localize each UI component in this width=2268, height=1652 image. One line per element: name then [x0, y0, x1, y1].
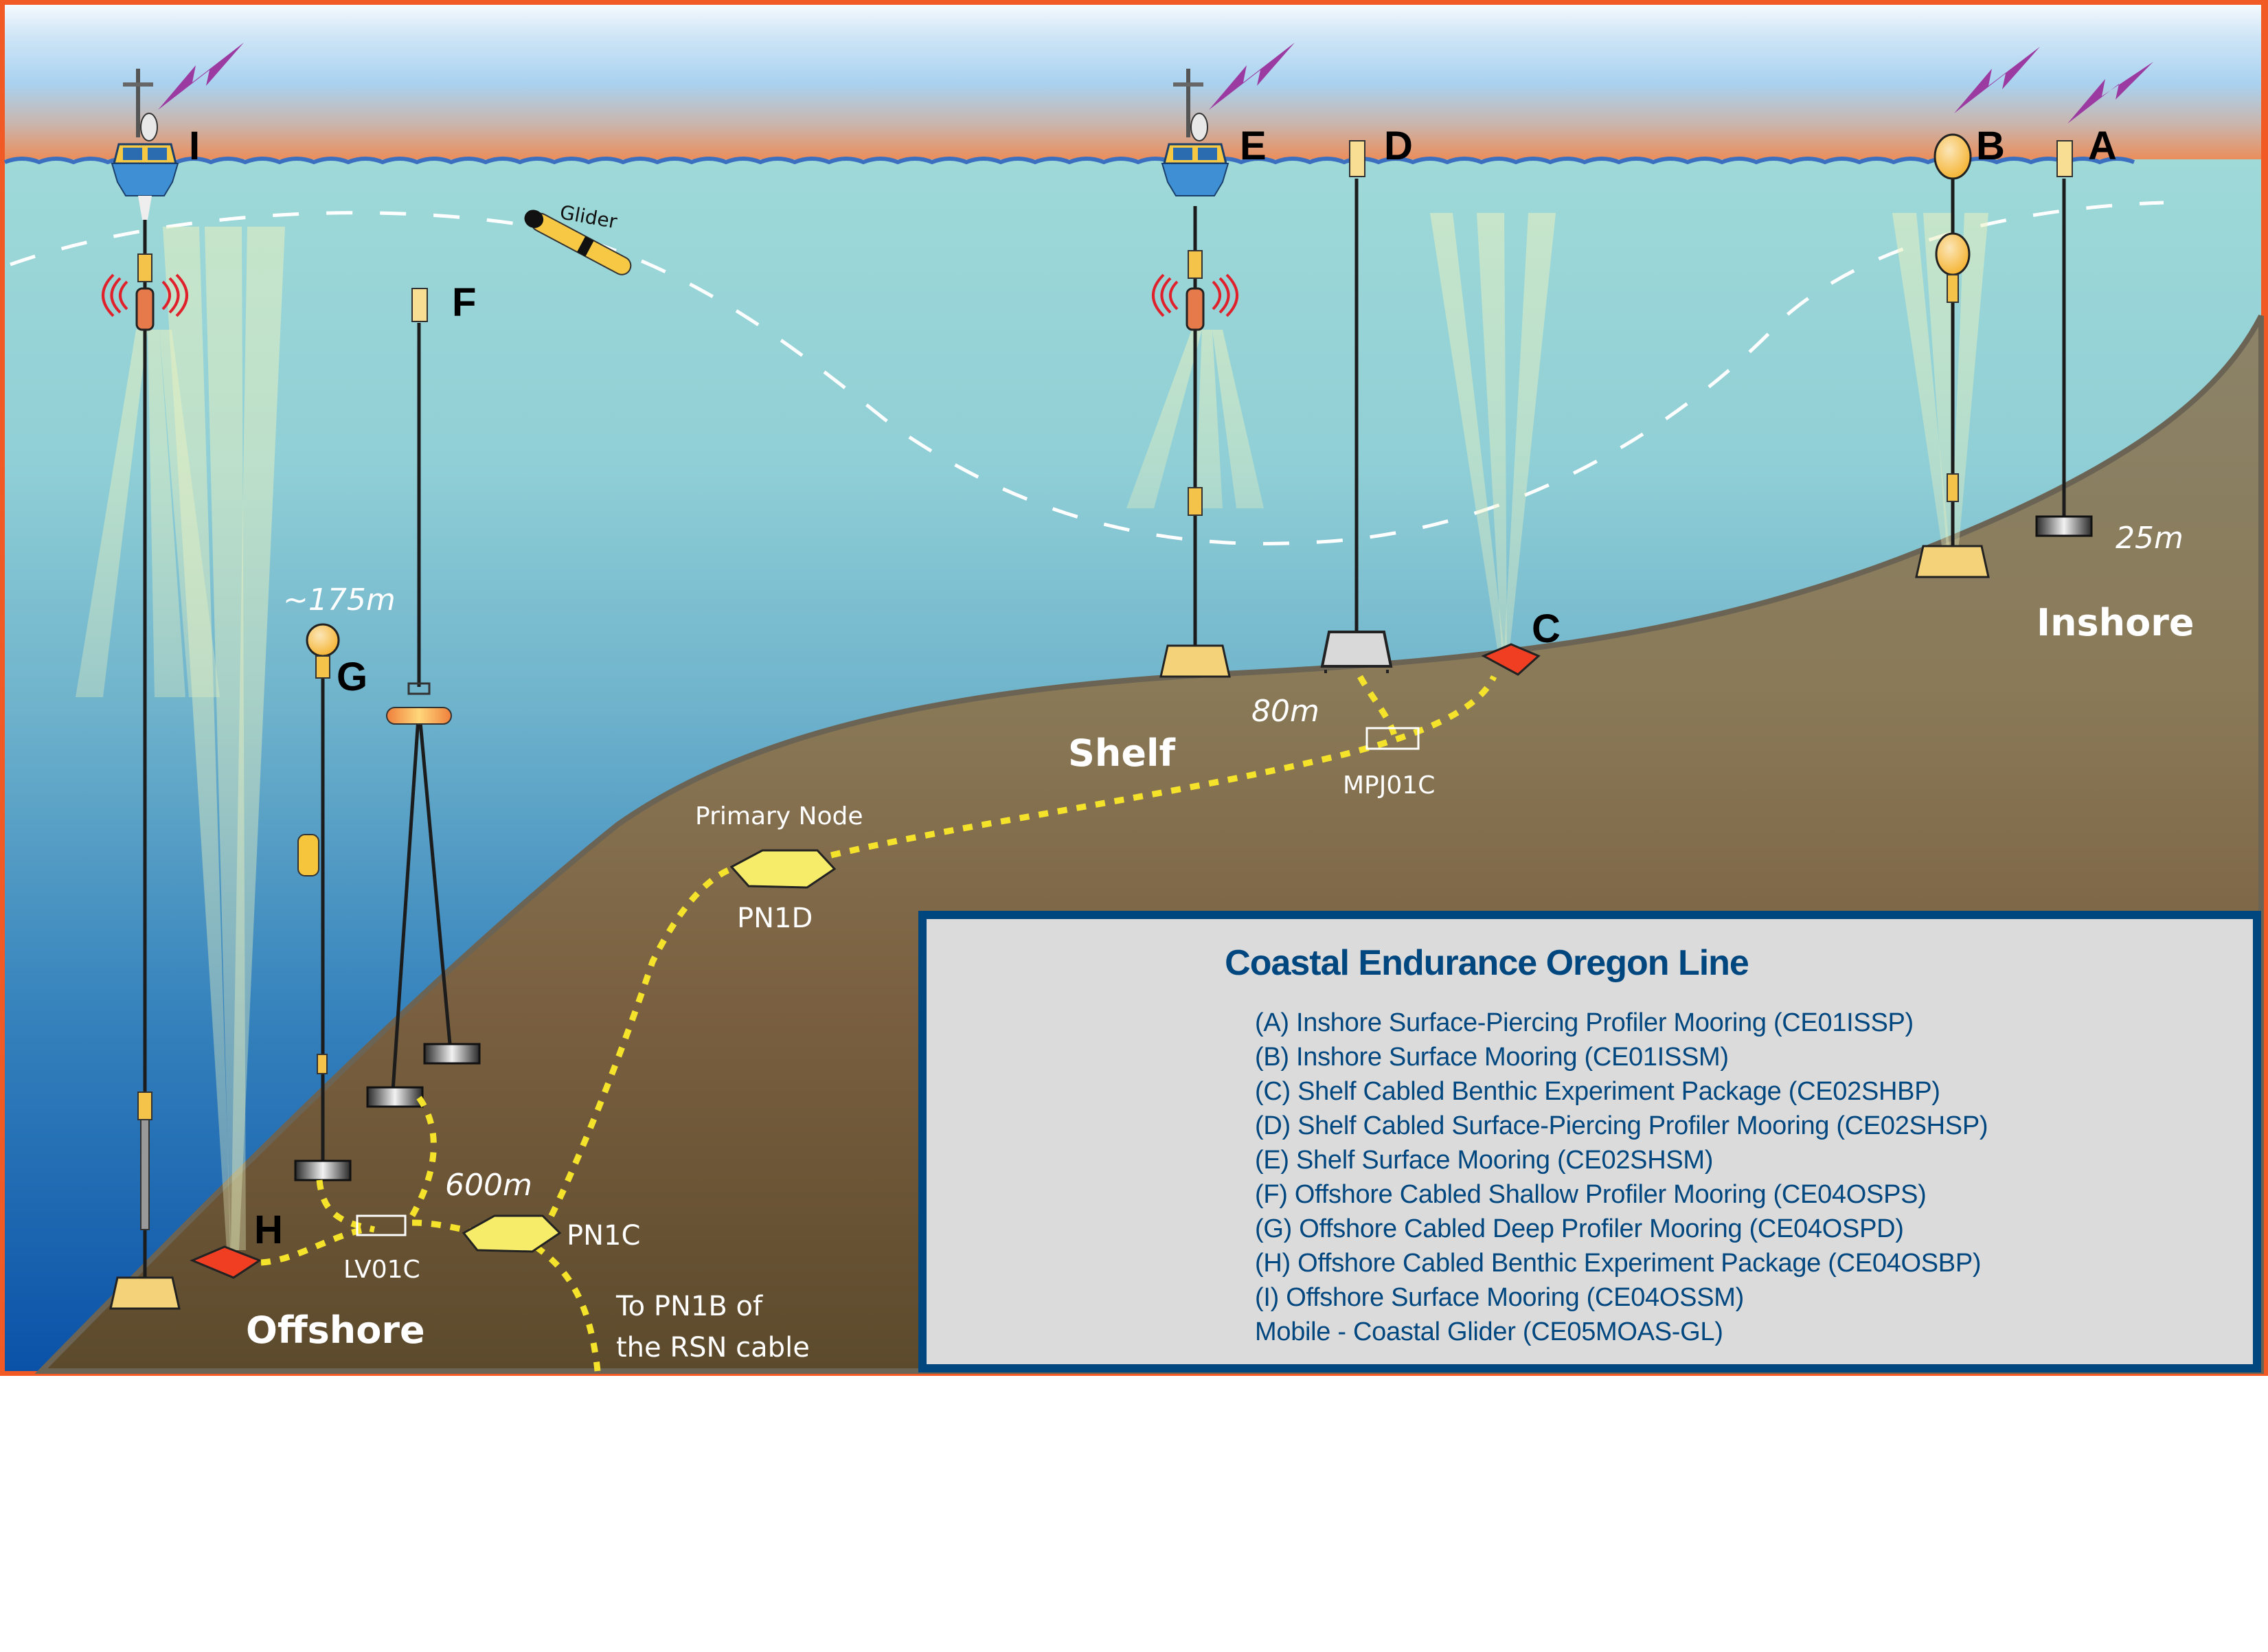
legend-item: (H) Offshore Cabled Benthic Experiment P…	[1255, 1249, 1982, 1278]
cable-destination-line1: To PN1B of	[615, 1291, 763, 1322]
shallow-profiler-float-icon	[386, 682, 452, 725]
depth-label-inshore: 25m	[2116, 521, 2184, 556]
anchor-weight-icon	[2035, 515, 2093, 537]
node-label-pn1d: PN1D	[737, 903, 813, 934]
surface-mooring-buoy-icon	[1159, 69, 1231, 678]
profiler-icon	[411, 140, 2073, 322]
site-letter-g: G	[337, 655, 367, 699]
node-label-pn1c: PN1C	[567, 1220, 640, 1252]
acoustic-modem-signal-icon	[102, 273, 1238, 317]
glider-icon	[524, 210, 632, 275]
acoustic-beams	[76, 213, 1988, 1250]
depth-label-offshore: 600m	[445, 1168, 532, 1203]
junction-box-icon	[356, 727, 1420, 1236]
legend-item: (D) Shelf Cabled Surface-Piercing Profil…	[1255, 1111, 1988, 1140]
glider-path	[10, 201, 2164, 545]
region-label-offshore: Offshore	[246, 1309, 425, 1352]
sky	[5, 5, 2261, 163]
legend-panel: Coastal Endurance Oregon Line (A) Inshor…	[918, 911, 2261, 1372]
node-label-mpj01c: MPJ01C	[1343, 771, 1435, 800]
depth-label-shelf: 80m	[1251, 694, 1319, 729]
legend-item: (E) Shelf Surface Mooring (CE02SHSM)	[1255, 1146, 1714, 1175]
site-letter-f: F	[452, 280, 476, 325]
legend-item: (G) Offshore Cabled Deep Profiler Moorin…	[1255, 1214, 1904, 1243]
site-letter-c: C	[1532, 607, 1561, 651]
region-label-inshore: Inshore	[2037, 601, 2194, 644]
region-label-shelf: Shelf	[1068, 732, 1175, 775]
legend-item: (B) Inshore Surface Mooring (CE01ISSM)	[1255, 1043, 1729, 1072]
surface-mooring-buoy-icon	[1915, 133, 1990, 578]
legend-item: (A) Inshore Surface-Piercing Profiler Mo…	[1255, 1008, 1914, 1037]
site-letter-b: B	[1976, 124, 2005, 168]
primary-node-label: Primary Node	[695, 802, 863, 830]
legend-list: (A) Inshore Surface-Piercing Profiler Mo…	[1255, 1006, 1988, 1349]
anchor-weights	[294, 515, 2093, 1181]
site-letter-a: A	[2088, 124, 2117, 168]
legend-title: Coastal Endurance Oregon Line	[1225, 943, 1749, 983]
legend-item: (F) Offshore Cabled Shallow Profiler Moo…	[1255, 1180, 1927, 1209]
benthic-package-icon	[190, 643, 1541, 1279]
anchor-weight-icon	[294, 1159, 352, 1181]
site-letter-h: H	[254, 1208, 283, 1252]
sea-surface-waves	[3, 157, 2135, 165]
primary-node-icon	[462, 849, 837, 1253]
site-letter-d: D	[1384, 124, 1413, 168]
lightning-telemetry-icon	[158, 43, 2153, 124]
deep-profiler-icon	[297, 623, 340, 1074]
anchor-weight-icon	[423, 1043, 481, 1065]
legend-item: (C) Shelf Cabled Benthic Experiment Pack…	[1255, 1077, 1940, 1106]
cable-destination-line2: the RSN cable	[616, 1332, 810, 1364]
legend-item: (I) Offshore Surface Mooring (CE04OSSM)	[1255, 1283, 1744, 1312]
depth-label-profiler-top: ~175m	[283, 582, 396, 618]
site-letter-e: E	[1240, 124, 1267, 168]
legend-item: Mobile - Coastal Glider (CE05MOAS-GL)	[1255, 1317, 1723, 1346]
site-letter-i: I	[189, 124, 200, 168]
profiler-platform-frame-icon	[1320, 631, 1393, 673]
surface-mooring-buoy-icon	[109, 69, 181, 1310]
node-label-lv01c: LV01C	[343, 1256, 420, 1284]
anchor-weight-icon	[366, 1086, 424, 1108]
